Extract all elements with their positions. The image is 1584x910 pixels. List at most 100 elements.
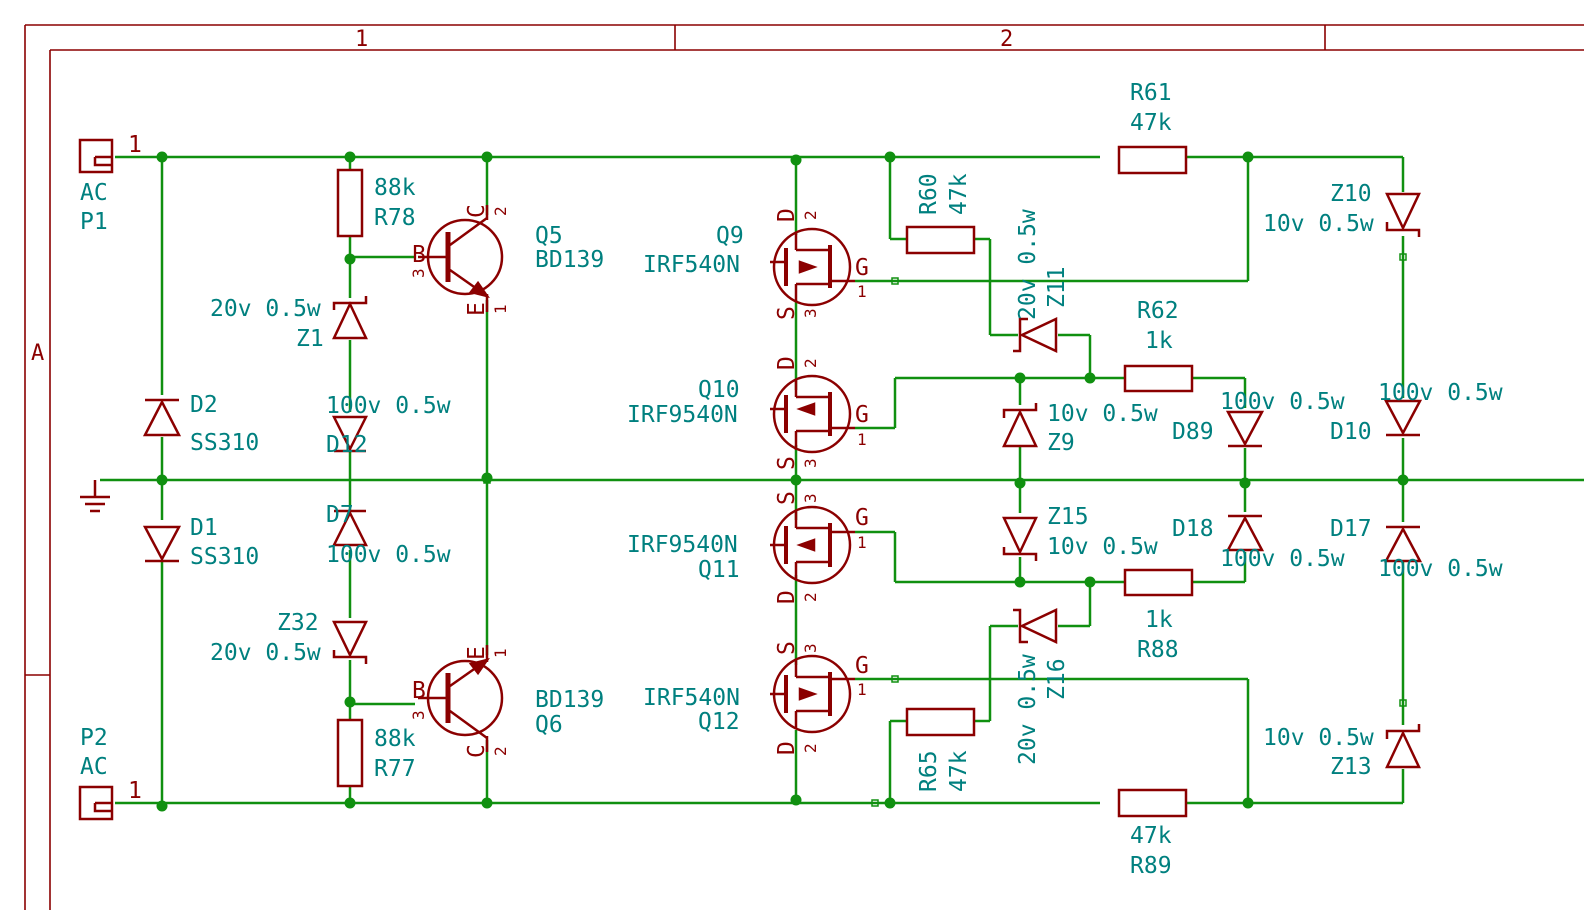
- resistor-r88-ref: R88: [1137, 637, 1179, 663]
- connector-p1: 1 AC P1: [78, 132, 142, 235]
- resistor-r65-ref: R65: [916, 750, 942, 792]
- connector-p1-pin: 1: [128, 132, 142, 158]
- connector-p2-ref: P2: [80, 725, 108, 751]
- svg-text:G: G: [855, 402, 869, 428]
- svg-text:D: D: [774, 741, 800, 755]
- frame-column-1: 1: [355, 27, 368, 52]
- resistor-r77: 88k R77: [336, 718, 416, 788]
- zener-z15-ref: Z15: [1047, 504, 1089, 530]
- resistor-r78-ref: R78: [374, 205, 416, 231]
- resistor-r60-ref: R60: [916, 173, 942, 215]
- resistor-r89-value: 47k: [1130, 823, 1172, 849]
- resistor-r78: 88k R78: [336, 168, 416, 238]
- svg-text:G: G: [855, 255, 869, 281]
- svg-text:1: 1: [857, 680, 867, 699]
- mosfet-q12: S 3 D 2 G 1 IRF540N Q12: [643, 641, 869, 755]
- zener-z1-ref: Z1: [296, 326, 324, 352]
- zener-z13: 10v 0.5w Z13: [1263, 724, 1421, 780]
- resistor-r62-value: 1k: [1145, 328, 1173, 354]
- resistor-r78-value: 88k: [374, 175, 416, 201]
- diode-d18: D18 100v 0.5w: [1172, 514, 1345, 572]
- resistor-r88-value: 1k: [1145, 607, 1173, 633]
- zener-z1: 20v 0.5w Z1: [210, 296, 368, 352]
- svg-text:S: S: [774, 641, 800, 655]
- svg-text:S: S: [774, 491, 800, 505]
- resistor-r77-value: 88k: [374, 726, 416, 752]
- transistor-q5-ref: Q5: [535, 223, 563, 249]
- connector-p1-value: AC: [80, 180, 108, 206]
- diode-d1-value: SS310: [190, 544, 259, 570]
- svg-text:3: 3: [801, 643, 820, 653]
- diode-d12-value: 100v 0.5w: [326, 393, 451, 419]
- svg-text:3: 3: [801, 308, 820, 318]
- resistor-r61-ref: R61: [1130, 80, 1172, 106]
- svg-text:B: B: [412, 678, 426, 704]
- zener-z11: 20v 0.5w Z11: [1013, 209, 1070, 353]
- zener-z13-ref: Z13: [1330, 754, 1372, 780]
- svg-text:D: D: [774, 356, 800, 370]
- mosfet-q10: D 2 S 3 G 1 Q10 IRF9540N: [627, 356, 869, 470]
- svg-text:E: E: [464, 302, 490, 316]
- svg-text:C: C: [464, 204, 490, 218]
- diode-d1-ref: D1: [190, 515, 218, 541]
- diode-d17-ref: D17: [1330, 516, 1372, 542]
- svg-text:S: S: [774, 456, 800, 470]
- diode-d18-ref: D18: [1172, 516, 1214, 542]
- zener-z16: 20v 0.5w Z16: [1013, 608, 1070, 765]
- diode-d2: D2 SS310: [142, 392, 259, 456]
- svg-text:D: D: [774, 590, 800, 604]
- resistor-r89-ref: R89: [1130, 853, 1172, 879]
- zener-z9-ref: Z9: [1047, 430, 1075, 456]
- svg-text:2: 2: [801, 210, 820, 220]
- svg-text:1: 1: [491, 648, 510, 658]
- svg-text:2: 2: [801, 592, 820, 602]
- diode-d10: 100v 0.5w D10: [1330, 380, 1503, 445]
- connector-p2-pin: 1: [128, 778, 142, 804]
- mosfet-q9: D 2 S 3 G 1 Q9 IRF540N: [643, 208, 869, 320]
- diode-d89: 100v 0.5w D89: [1172, 389, 1345, 448]
- zener-z1-value: 20v 0.5w: [210, 296, 321, 322]
- resistor-r61: R61 47k: [1117, 80, 1188, 175]
- zener-z9: 10v 0.5w Z9: [1002, 401, 1158, 456]
- diode-d10-value: 100v 0.5w: [1378, 380, 1503, 406]
- svg-text:2: 2: [801, 358, 820, 368]
- zener-z11-value: 20v 0.5w: [1015, 209, 1041, 320]
- zener-z32-ref: Z32: [277, 610, 319, 636]
- svg-text:D: D: [774, 208, 800, 222]
- svg-text:E: E: [464, 646, 490, 660]
- connector-p2: 1 P2 AC: [78, 725, 142, 821]
- diode-d7-value: 100v 0.5w: [326, 542, 451, 568]
- diode-d7-ref: D7: [326, 502, 354, 528]
- zener-z15: Z15 10v 0.5w: [1002, 504, 1158, 561]
- resistor-r65-value: 47k: [946, 750, 972, 792]
- zener-z32: Z32 20v 0.5w: [210, 610, 368, 666]
- svg-text:1: 1: [491, 304, 510, 314]
- mosfet-q9-ref: Q9: [716, 223, 744, 249]
- resistor-r65: R65 47k: [905, 707, 976, 792]
- transistor-q6-value: BD139: [535, 687, 604, 713]
- mosfet-q11-value: IRF9540N: [627, 532, 738, 558]
- zener-z32-value: 20v 0.5w: [210, 640, 321, 666]
- diode-d2-ref: D2: [190, 392, 218, 418]
- mosfet-q12-value: IRF540N: [643, 685, 740, 711]
- ground-icon: [80, 480, 110, 513]
- zener-z10: Z10 10v 0.5w: [1263, 181, 1421, 237]
- diode-d12-ref: D12: [326, 432, 368, 458]
- svg-text:3: 3: [409, 710, 428, 720]
- resistor-r61-value: 47k: [1130, 110, 1172, 136]
- mosfet-q11: S 3 D 2 G 1 IRF9540N Q11: [627, 491, 869, 604]
- connector-p2-value: AC: [80, 754, 108, 780]
- svg-text:G: G: [855, 653, 869, 679]
- mosfet-q9-value: IRF540N: [643, 252, 740, 278]
- svg-text:1: 1: [857, 430, 867, 449]
- resistor-r62: R62 1k: [1123, 298, 1194, 393]
- diode-d18-value: 100v 0.5w: [1220, 546, 1345, 572]
- transistor-q5-value: BD139: [535, 247, 604, 273]
- resistor-r60: R60 47k: [905, 173, 976, 255]
- resistor-r88: 1k R88: [1123, 568, 1194, 663]
- diode-d1: D1 SS310: [142, 515, 259, 570]
- svg-text:2: 2: [491, 746, 510, 756]
- frame-column-2: 2: [1000, 27, 1013, 52]
- junctions: [156, 151, 1409, 812]
- svg-text:S: S: [774, 306, 800, 320]
